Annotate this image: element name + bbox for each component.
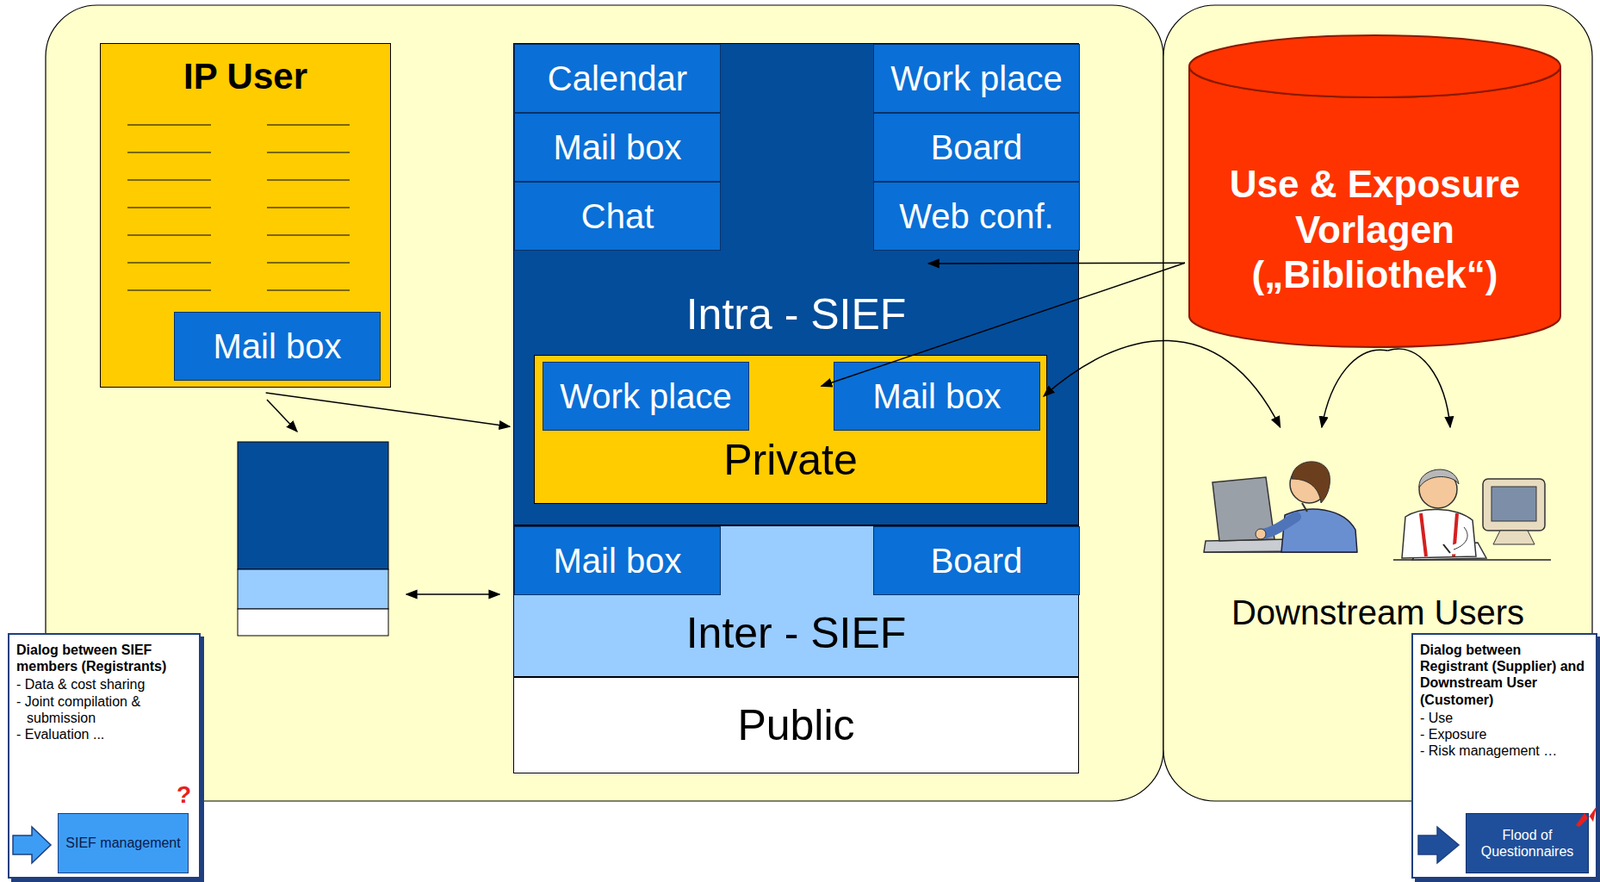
customer-region xyxy=(1163,5,1593,801)
private-area: Private Work place Mail box xyxy=(533,354,1048,504)
area-title: Private xyxy=(534,434,1047,486)
inter-sief-band: Inter - SIEF Mail box Board xyxy=(513,525,1080,677)
callout-heading: Dialog between Registrant (Supplier) and… xyxy=(1420,641,1589,708)
blue-box: Web conf. xyxy=(873,181,1080,251)
action-box: Flood of Questionnaires xyxy=(1465,812,1589,874)
box-label: Mail box xyxy=(834,375,1040,417)
text-line xyxy=(266,124,350,125)
band-title: Intra - SIEF xyxy=(514,288,1079,341)
intra-sief-band: Intra - SIEFCalendarWork placeMail boxBo… xyxy=(513,43,1080,526)
text-line xyxy=(266,289,350,291)
box-label: Board xyxy=(874,539,1080,582)
text-line xyxy=(266,261,350,263)
user-panel: IP UserMail box xyxy=(99,43,391,388)
text-line xyxy=(266,206,350,208)
connector xyxy=(1321,349,1389,428)
bullet-item: - Risk management … xyxy=(1420,742,1589,759)
action-label: SIEF management xyxy=(58,834,188,851)
bullet-item: - Use xyxy=(1420,709,1589,726)
blue-box: Mail box xyxy=(514,526,721,596)
blue-box: Mail box xyxy=(514,112,721,182)
document-lines xyxy=(127,124,350,291)
blue-box: Calendar xyxy=(514,43,721,113)
box-label: Board xyxy=(874,126,1080,168)
connector xyxy=(266,392,510,427)
template-library-cylinder: Use & Exposure Vorlagen („Bibliothek“) xyxy=(1188,35,1562,348)
blue-box: Mail box xyxy=(173,311,381,381)
double-arrow-line xyxy=(406,593,500,596)
connector xyxy=(1388,348,1451,428)
text-line xyxy=(266,151,350,153)
bullet-item: - Exposure xyxy=(1420,725,1589,743)
box-label: Chat xyxy=(514,195,720,237)
block-arrow xyxy=(12,826,51,863)
band-title: Public xyxy=(514,699,1079,751)
box-label: Mail box xyxy=(174,325,380,367)
blue-box: Chat xyxy=(514,181,721,251)
group-label: Downstream Users xyxy=(1196,591,1559,633)
connector xyxy=(1043,340,1281,428)
box-label: Web conf. xyxy=(874,195,1080,237)
text-line xyxy=(266,179,350,180)
text-line xyxy=(127,179,211,180)
block-arrow xyxy=(1418,826,1459,863)
blue-box: Work place xyxy=(873,43,1080,113)
connector xyxy=(821,262,1185,386)
blue-box: Board xyxy=(873,112,1080,182)
bullet-item: - Data & cost sharing xyxy=(16,675,193,693)
text-line xyxy=(266,234,350,236)
text-line xyxy=(127,124,211,125)
question-mark: ? xyxy=(176,781,192,809)
connector xyxy=(928,262,1185,265)
text-line xyxy=(127,206,211,208)
box-label: Work place xyxy=(874,57,1080,100)
box-label: Calendar xyxy=(514,57,720,100)
user-at-laptop-figure xyxy=(1203,461,1358,552)
text-line xyxy=(127,289,211,291)
text-line xyxy=(127,151,211,153)
band-title: Inter - SIEF xyxy=(514,607,1079,659)
box-label: Mail box xyxy=(514,539,720,582)
library-label: Use & Exposure Vorlagen („Bibliothek“) xyxy=(1188,161,1562,298)
text-line xyxy=(127,234,211,236)
bullet-item: - Evaluation ... xyxy=(16,725,193,743)
text-line xyxy=(127,261,211,263)
warning-lightning xyxy=(1575,806,1597,827)
box-label: Work place xyxy=(543,375,749,417)
callout-heading: Dialog between SIEF members (Registrants… xyxy=(16,641,193,675)
arrow-line xyxy=(266,399,298,432)
panel-heading: IP User xyxy=(100,55,391,99)
user-writing-figure xyxy=(1393,469,1551,560)
bullet-item: - Joint compilation & submission xyxy=(16,693,193,726)
action-box: SIEF management xyxy=(57,812,189,874)
action-label: Flood of Questionnaires xyxy=(1466,826,1588,860)
blue-box: Board xyxy=(873,526,1080,596)
stacked-mini-box xyxy=(237,441,389,636)
blue-box: Work place xyxy=(542,361,750,431)
box-label: Mail box xyxy=(514,126,720,168)
public-band: Public xyxy=(513,676,1080,774)
registrant-region xyxy=(45,5,1164,801)
